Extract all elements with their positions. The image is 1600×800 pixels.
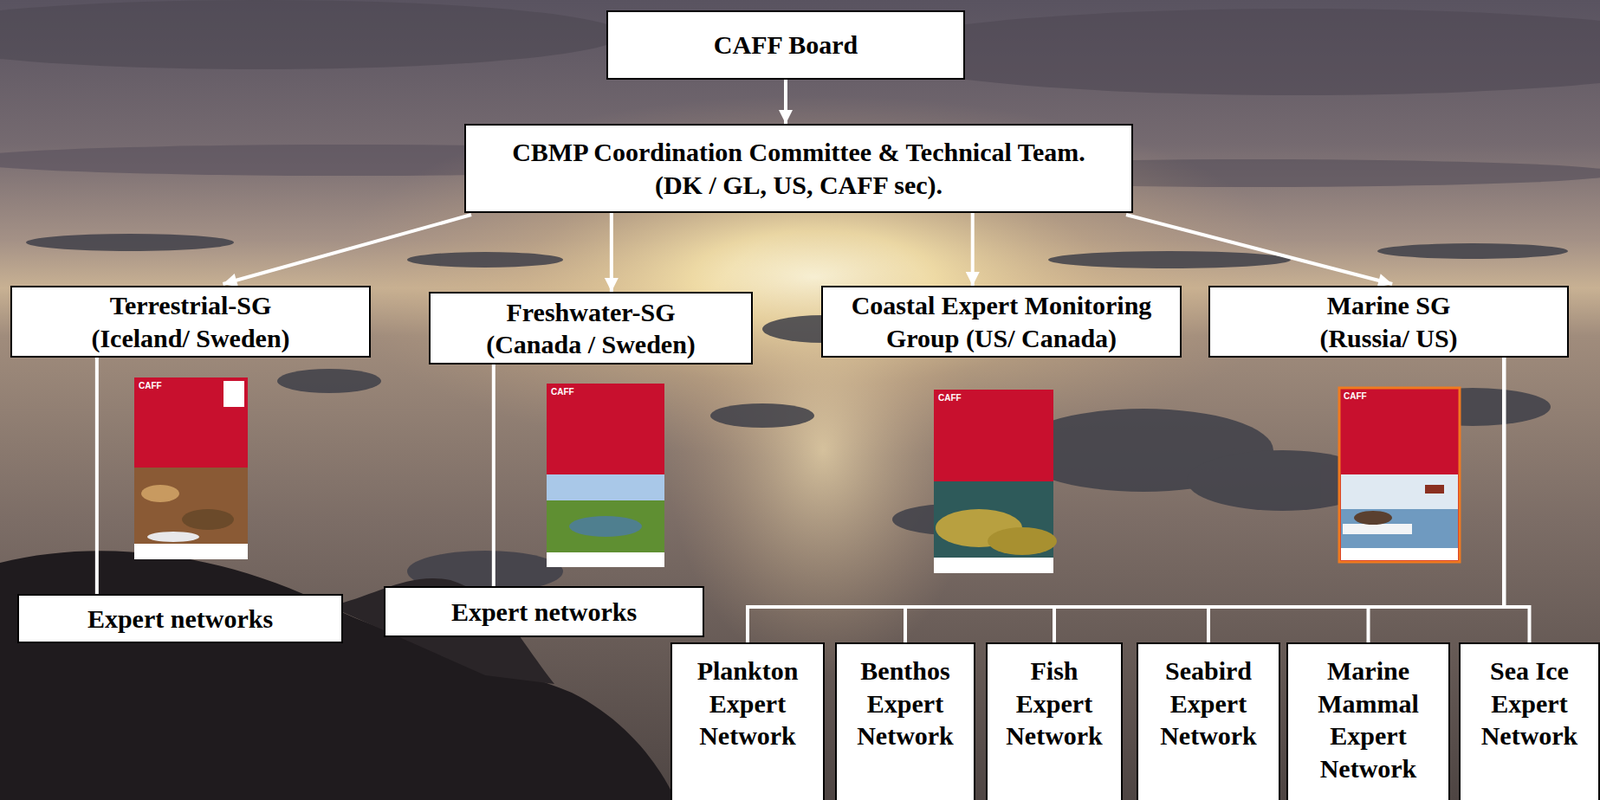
box-label: Benthos Expert Network	[845, 654, 966, 753]
report-cover	[933, 389, 1057, 574]
expert-network-box: Plankton Expert Network	[670, 642, 825, 800]
box-label: Terrestrial-SG	[110, 289, 273, 323]
group-box: Coastal Expert Monitoring Group (US/ Can…	[821, 285, 1182, 358]
cover-logo-text: CAFF	[1343, 392, 1367, 402]
connector-arrow	[609, 213, 614, 292]
cover-logo-text: CAFF	[550, 388, 575, 397]
connector-arrow	[971, 213, 975, 286]
box-label: Expert networks	[451, 595, 637, 629]
box-label: Seabird Expert Network	[1146, 654, 1270, 753]
group-box: Freshwater-SG(Canada / Sweden)	[428, 291, 753, 365]
connector-line	[492, 364, 496, 587]
connector-line	[1054, 357, 1504, 643]
group-box: CAFF Board	[606, 10, 966, 80]
report-cover	[546, 383, 665, 568]
connector-arrow	[1126, 214, 1393, 285]
box-label: (Russia/ US)	[1319, 322, 1458, 356]
connector-arrow	[783, 79, 788, 124]
expert-network-box: Sea Ice Expert Network	[1458, 642, 1600, 800]
expert-network-box: Benthos Expert Network	[835, 642, 976, 800]
box-label: CBMP Coordination Committee & Technical …	[511, 136, 1086, 169]
box-label: Fish Expert Network	[996, 654, 1113, 753]
box-label: (Canada / Sweden)	[485, 328, 696, 362]
group-box: Terrestrial-SG(Iceland/ Sweden)	[10, 285, 371, 358]
expert-network-box: Seabird Expert Network	[1136, 642, 1281, 800]
connector-line	[95, 357, 99, 595]
connector-line	[1208, 357, 1504, 643]
group-box: Expert networks	[383, 586, 705, 638]
connector-line	[1503, 357, 1529, 643]
connector-line	[905, 357, 1504, 643]
box-label: CAFF Board	[713, 28, 858, 62]
box-label: Expert networks	[87, 602, 273, 636]
cover-logo-text: CAFF	[938, 394, 962, 403]
connector-line	[1368, 357, 1505, 643]
box-label: Plankton Expert Network	[680, 654, 815, 753]
group-box: Expert networks	[17, 594, 344, 644]
group-box: CBMP Coordination Committee & Technical …	[464, 123, 1134, 214]
cover-logo-text: CAFF	[138, 382, 162, 391]
report-cover	[1339, 388, 1460, 563]
box-label: Coastal Expert Monitoring Group (US/ Can…	[833, 289, 1170, 355]
group-box: Marine SG(Russia/ US)	[1208, 285, 1569, 358]
box-label: Marine Mammal Expert Network	[1296, 654, 1440, 785]
report-cover	[134, 377, 248, 560]
box-label: Marine SG	[1327, 289, 1452, 323]
connector-line	[747, 357, 1504, 643]
box-label: Freshwater-SG	[506, 296, 676, 330]
connector-arrow	[222, 214, 472, 285]
box-label: Sea Ice Expert Network	[1469, 654, 1590, 753]
expert-network-box: Fish Expert Network	[985, 642, 1123, 800]
expert-network-box: Marine Mammal Expert Network	[1286, 642, 1451, 800]
box-label: (DK / GL, US, CAFF sec).	[654, 168, 943, 202]
box-label: (Iceland/ Sweden)	[90, 322, 290, 356]
